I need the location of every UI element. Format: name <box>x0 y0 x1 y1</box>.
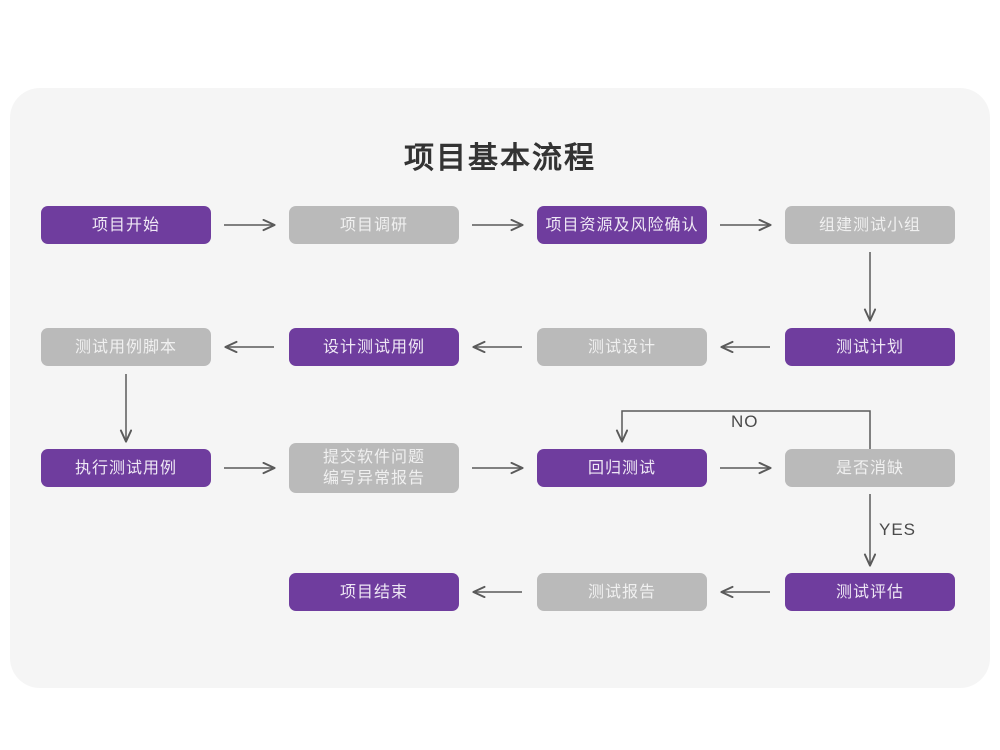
node-submit-issues-report[interactable]: 提交软件问题 编写异常报告 <box>289 443 459 493</box>
node-design-test-cases[interactable]: 设计测试用例 <box>289 328 459 366</box>
node-label: 设计测试用例 <box>322 338 425 356</box>
node-label: 测试用例脚本 <box>74 338 177 356</box>
node-label-line-2: 编写异常报告 <box>322 470 425 487</box>
node-regression-test[interactable]: 回归测试 <box>537 449 707 487</box>
node-label: 是否消缺 <box>835 459 904 477</box>
node-defects-cleared[interactable]: 是否消缺 <box>785 449 955 487</box>
node-label: 组建测试小组 <box>818 216 921 234</box>
node-label: 测试报告 <box>587 583 656 601</box>
node-resource-risk-confirm[interactable]: 项目资源及风险确认 <box>537 206 707 244</box>
edge-label-yes: YES <box>879 520 917 539</box>
node-project-start[interactable]: 项目开始 <box>41 206 211 244</box>
node-project-end[interactable]: 项目结束 <box>289 573 459 611</box>
node-test-report[interactable]: 测试报告 <box>537 573 707 611</box>
node-test-plan[interactable]: 测试计划 <box>785 328 955 366</box>
node-label: 项目资源及风险确认 <box>545 216 699 234</box>
edge-label-no: NO <box>731 412 759 431</box>
node-test-design[interactable]: 测试设计 <box>537 328 707 366</box>
node-form-test-team[interactable]: 组建测试小组 <box>785 206 955 244</box>
node-test-case-script[interactable]: 测试用例脚本 <box>41 328 211 366</box>
node-label: 测试设计 <box>587 338 656 356</box>
node-label-line-1: 提交软件问题 <box>322 449 425 466</box>
node-label: 项目开始 <box>91 216 160 234</box>
node-label: 测试计划 <box>835 338 904 356</box>
node-label: 测试评估 <box>835 583 904 601</box>
node-label: 执行测试用例 <box>74 459 177 477</box>
node-label: 项目调研 <box>339 216 408 234</box>
node-label: 回归测试 <box>587 459 656 477</box>
page-title: 项目基本流程 <box>404 142 596 175</box>
node-test-evaluation[interactable]: 测试评估 <box>785 573 955 611</box>
node-project-research[interactable]: 项目调研 <box>289 206 459 244</box>
node-label: 项目结束 <box>339 583 408 601</box>
node-execute-test-cases[interactable]: 执行测试用例 <box>41 449 211 487</box>
